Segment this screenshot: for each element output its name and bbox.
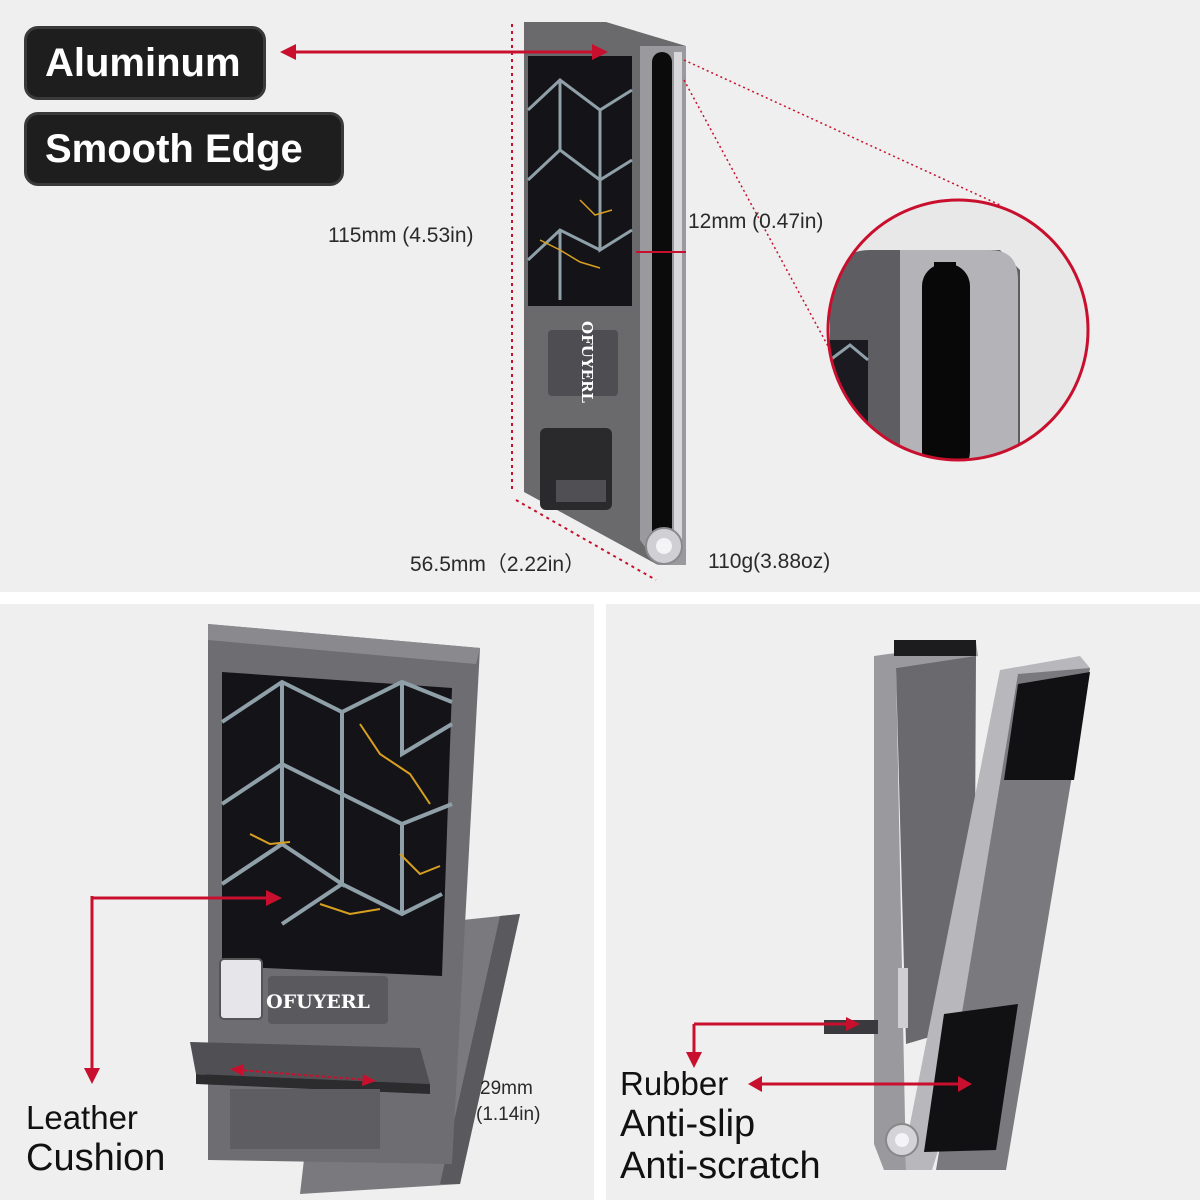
width-dimension: 56.5mm（2.22in） xyxy=(410,553,586,576)
leather-label-line1: Leather xyxy=(26,1099,138,1136)
rubber-pad-bottom xyxy=(924,1004,1018,1152)
smooth-edge-badge: Smooth Edge xyxy=(24,112,344,186)
leather-label-line2: Cushion xyxy=(26,1137,166,1179)
edge-highlight xyxy=(674,52,682,552)
aluminum-badge: Aluminum xyxy=(24,26,266,100)
top-panel-product-dimensions: OFUYERL Aluminum Smooth Edge 115mm (4.53… xyxy=(0,0,1200,592)
rubber-label-line2: Anti-slip xyxy=(620,1103,756,1145)
rubber-label-line1: Rubber xyxy=(620,1065,729,1102)
stand-slot xyxy=(652,52,672,542)
logo-plate xyxy=(548,330,618,396)
marble-plate xyxy=(528,56,632,306)
brand-logo-bottom: OFUYERL xyxy=(266,991,370,1013)
width-line xyxy=(515,499,657,581)
stand-open-illustration: OFUYERL xyxy=(84,624,520,1194)
thickness-dimension: 12mm (0.47in) xyxy=(688,210,824,233)
bottom-right-panel-rubber-pads: Rubber Anti-slip Anti-scratch xyxy=(606,604,1200,1200)
slot-width-line1: 29mm xyxy=(480,1078,533,1099)
zoom-ring xyxy=(826,198,1090,462)
weight-value: 110g(3.88oz) xyxy=(708,550,831,573)
brand-logo-top: OFUYERL xyxy=(578,321,596,403)
marble-plate-open xyxy=(222,672,452,976)
stand-side-illustration xyxy=(686,640,1090,1170)
slot-width-line2: (1.14in) xyxy=(476,1104,541,1125)
back-leg xyxy=(874,642,978,1170)
logo-plate-open xyxy=(268,976,388,1024)
rubber-label-line3: Anti-scratch xyxy=(620,1145,821,1187)
height-dimension: 115mm (4.53in) xyxy=(328,224,474,247)
stand-front-illustration: OFUYERL xyxy=(280,22,1090,581)
zoom-detail xyxy=(828,200,1088,460)
rubber-pad-top xyxy=(1004,672,1090,780)
phone-ledge xyxy=(190,1042,430,1084)
bottom-left-panel-leather-cushion: OFUYERL Leather Cushion 29mm (1.14in) xyxy=(0,604,594,1200)
